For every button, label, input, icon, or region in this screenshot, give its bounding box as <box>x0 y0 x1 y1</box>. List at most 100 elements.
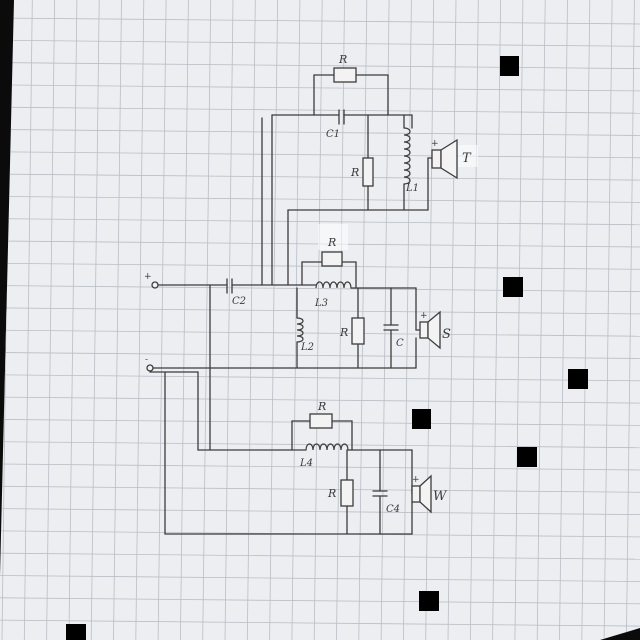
tweeter-polarity: + <box>431 139 439 149</box>
midrange-resistor <box>351 317 365 345</box>
redaction-square <box>412 409 431 429</box>
redaction-marks <box>66 56 588 640</box>
tweeter-resistor-top-label: R <box>338 53 347 66</box>
positive-terminal-mark: + <box>144 272 152 282</box>
grid-line-horizontal <box>0 84 640 92</box>
redaction-square <box>66 624 86 640</box>
grid-line-vertical <box>202 0 212 640</box>
grid-line-horizontal <box>0 106 640 114</box>
tweeter-resistor-label: R <box>350 166 359 179</box>
grid-line-horizontal <box>0 17 640 25</box>
grid-line-vertical <box>403 0 412 640</box>
grid-line-vertical <box>180 0 189 640</box>
redaction-square <box>500 56 519 76</box>
woofer-capacitor <box>372 490 388 497</box>
positive-terminal <box>151 281 159 289</box>
grid-line-horizontal <box>0 329 640 337</box>
grid-line-vertical <box>336 0 345 640</box>
grid-line-vertical <box>603 0 613 640</box>
grid-line-horizontal <box>0 151 640 159</box>
grid-line-horizontal <box>0 575 640 582</box>
grid-line-horizontal <box>0 396 640 404</box>
grid-line-horizontal <box>0 218 640 226</box>
tweeter-resistor <box>362 157 374 187</box>
grid-line-vertical <box>46 0 55 640</box>
grid-line-vertical <box>135 0 145 640</box>
midrange-inductor-shunt <box>296 317 304 343</box>
series-capacitor-c2 <box>226 278 233 294</box>
woofer-inductor <box>305 443 349 451</box>
series-capacitor-c2-label: C2 <box>232 296 246 307</box>
midrange-polarity: + <box>420 311 428 321</box>
grid-line-vertical <box>581 0 591 640</box>
grid-line-vertical <box>447 0 457 640</box>
midrange-resistor-label: R <box>339 326 348 339</box>
grid-line-horizontal <box>0 374 640 382</box>
grid-line-horizontal <box>0 441 640 449</box>
woofer-resistor-top <box>309 413 333 429</box>
midrange-capacitor-label: C <box>396 338 404 349</box>
grid-line-vertical <box>469 0 479 640</box>
tweeter-speaker-icon <box>431 138 458 180</box>
grid-line-horizontal <box>0 463 640 471</box>
grid-line-horizontal <box>0 62 640 69</box>
midrange-driver-label: S <box>442 327 451 342</box>
tweeter-section: R C1 R L1 + T <box>326 53 478 194</box>
negative-terminal-mark: - <box>145 355 148 365</box>
grid-line-horizontal <box>0 619 640 627</box>
grid-line-horizontal <box>0 262 640 270</box>
grid-line-horizontal <box>0 39 640 47</box>
tweeter-resistor-top <box>333 67 357 83</box>
tweeter-inductor <box>403 127 411 185</box>
tweeter-capacitor-label: C1 <box>326 129 340 140</box>
woofer-resistor-label: R <box>327 487 336 500</box>
grid-line-horizontal <box>0 597 640 605</box>
grid-line-vertical <box>23 0 33 640</box>
grid-line-vertical <box>90 0 100 640</box>
circuit-wiring <box>149 74 433 535</box>
woofer-polarity: + <box>412 475 420 485</box>
grid-line-vertical <box>536 0 546 640</box>
woofer-section: R L4 R C4 + W <box>299 400 448 515</box>
grid-line-vertical <box>157 0 167 640</box>
grid-line-vertical <box>113 0 122 640</box>
tweeter-capacitor <box>338 109 345 125</box>
redaction-square <box>517 447 537 467</box>
grid-line-horizontal <box>0 352 640 359</box>
input-terminals: + - <box>144 272 159 372</box>
redaction-square <box>419 591 439 611</box>
midrange-inductor-shunt-label: L2 <box>300 342 314 353</box>
grid-line-vertical <box>492 0 501 640</box>
midrange-inductor-series-label: L3 <box>314 298 328 309</box>
woofer-speaker-icon <box>411 474 432 514</box>
grid-line-horizontal <box>0 485 640 493</box>
woofer-inductor-label: L4 <box>299 458 313 469</box>
redaction-square <box>568 369 588 389</box>
grid-line-vertical <box>514 0 524 640</box>
negative-terminal <box>146 364 154 372</box>
midrange-capacitor <box>383 324 399 331</box>
midrange-section: C2 R L3 L2 R C + S <box>226 224 451 353</box>
woofer-resistor-top-label: R <box>317 400 326 413</box>
grid-line-vertical <box>626 0 635 640</box>
grid-line-vertical <box>313 0 323 640</box>
grid-line-horizontal <box>0 508 640 515</box>
woofer-resistor <box>340 479 354 507</box>
grid-line-horizontal <box>0 196 640 203</box>
midrange-inductor-series <box>315 281 352 289</box>
redaction-square <box>503 277 523 297</box>
woofer-capacitor-label: C4 <box>386 504 400 515</box>
tweeter-driver-label: T <box>462 151 472 166</box>
midrange-resistor-top <box>321 251 343 267</box>
grid-line-horizontal <box>0 307 640 315</box>
woofer-driver-label: W <box>433 489 448 504</box>
tweeter-inductor-label: L1 <box>405 183 419 194</box>
midrange-speaker-icon <box>419 310 441 350</box>
grid-line-horizontal <box>0 173 640 181</box>
midrange-resistor-top-label: R <box>327 236 336 249</box>
grid-line-horizontal <box>0 129 640 136</box>
grid-line-horizontal <box>0 552 640 560</box>
grid-line-vertical <box>68 0 78 640</box>
